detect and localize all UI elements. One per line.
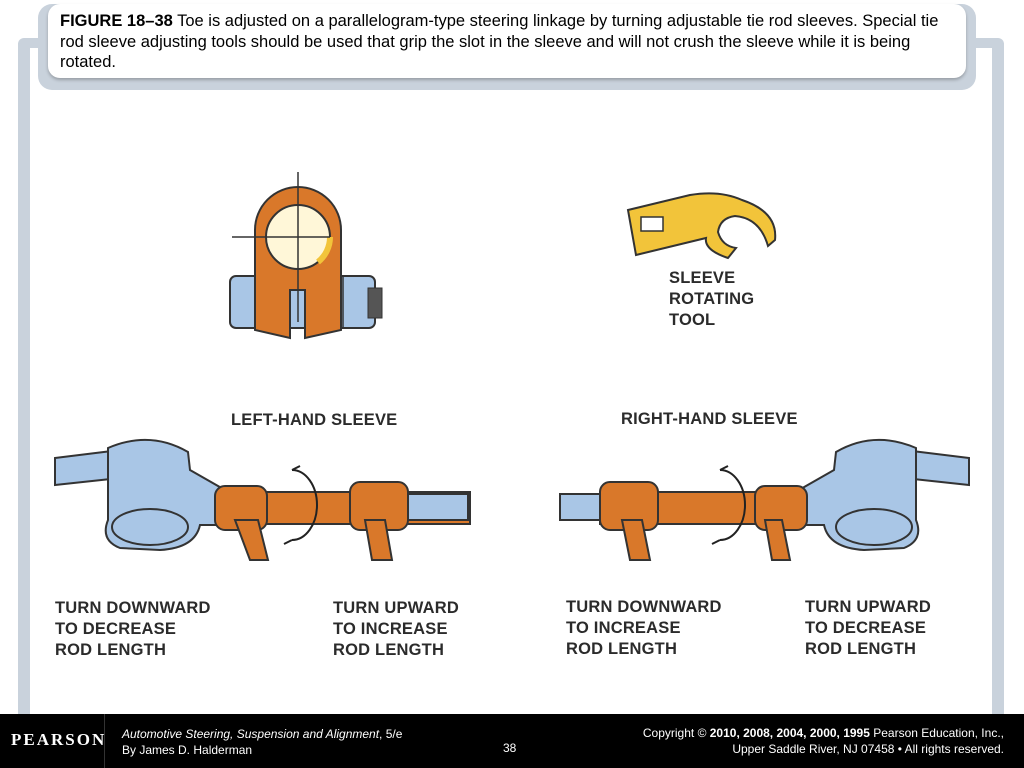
right-turn-upward-label: TURN UPWARD TO DECREASE ROD LENGTH — [805, 598, 931, 658]
right-hand-sleeve-assembly — [559, 439, 970, 561]
copyright-notice: Copyright © 2010, 2008, 2004, 2000, 1995… — [643, 725, 1004, 757]
page-number: 38 — [503, 741, 517, 755]
caption-panel — [48, 4, 966, 78]
figure-caption: FIGURE 18–38 Toe is adjusted on a parall… — [60, 11, 940, 73]
book-author: By James D. Halderman — [122, 743, 253, 757]
sleeve-rotating-tool-label: SLEEVE ROTATING TOOL — [669, 269, 755, 329]
left-hand-sleeve-heading: LEFT-HAND SLEEVE — [231, 411, 398, 429]
copyright-prefix: Copyright © — [642, 726, 710, 740]
caption-body: Toe is adjusted on a parallelogram-type … — [60, 12, 939, 71]
slide-footer: PEARSON Automotive Steering, Suspension … — [0, 714, 1024, 768]
steering-linkage-illustration — [54, 172, 970, 561]
right-turn-downward-label: TURN DOWNWARD TO INCREASE ROD LENGTH — [566, 598, 722, 658]
left-turn-downward-label: TURN DOWNWARD TO DECREASE ROD LENGTH — [55, 599, 211, 659]
book-title: Automotive Steering, Suspension and Alig… — [122, 727, 380, 741]
sleeve-clamp-cross-section — [229, 172, 383, 340]
left-hand-sleeve-assembly — [54, 439, 471, 561]
copyright-years: 2010, 2008, 2004, 2000, 1995 — [709, 726, 870, 740]
publisher-name: Pearson Education, Inc., — [869, 726, 1004, 740]
publisher-logo-box: PEARSON — [0, 714, 105, 768]
right-hand-sleeve-heading: RIGHT-HAND SLEEVE — [621, 410, 798, 428]
left-turn-upward-label: TURN UPWARD TO INCREASE ROD LENGTH — [333, 599, 459, 659]
sleeve-rotating-tool-drawing — [626, 192, 777, 260]
figure-label: FIGURE 18–38 — [60, 12, 173, 30]
slide-content-area — [30, 48, 992, 716]
book-citation: Automotive Steering, Suspension and Alig… — [122, 726, 402, 758]
book-edition: , 5/e — [379, 727, 403, 741]
pearson-logo: PEARSON — [11, 730, 107, 749]
publisher-address: Upper Saddle River, NJ 07458 • All right… — [732, 742, 1004, 756]
